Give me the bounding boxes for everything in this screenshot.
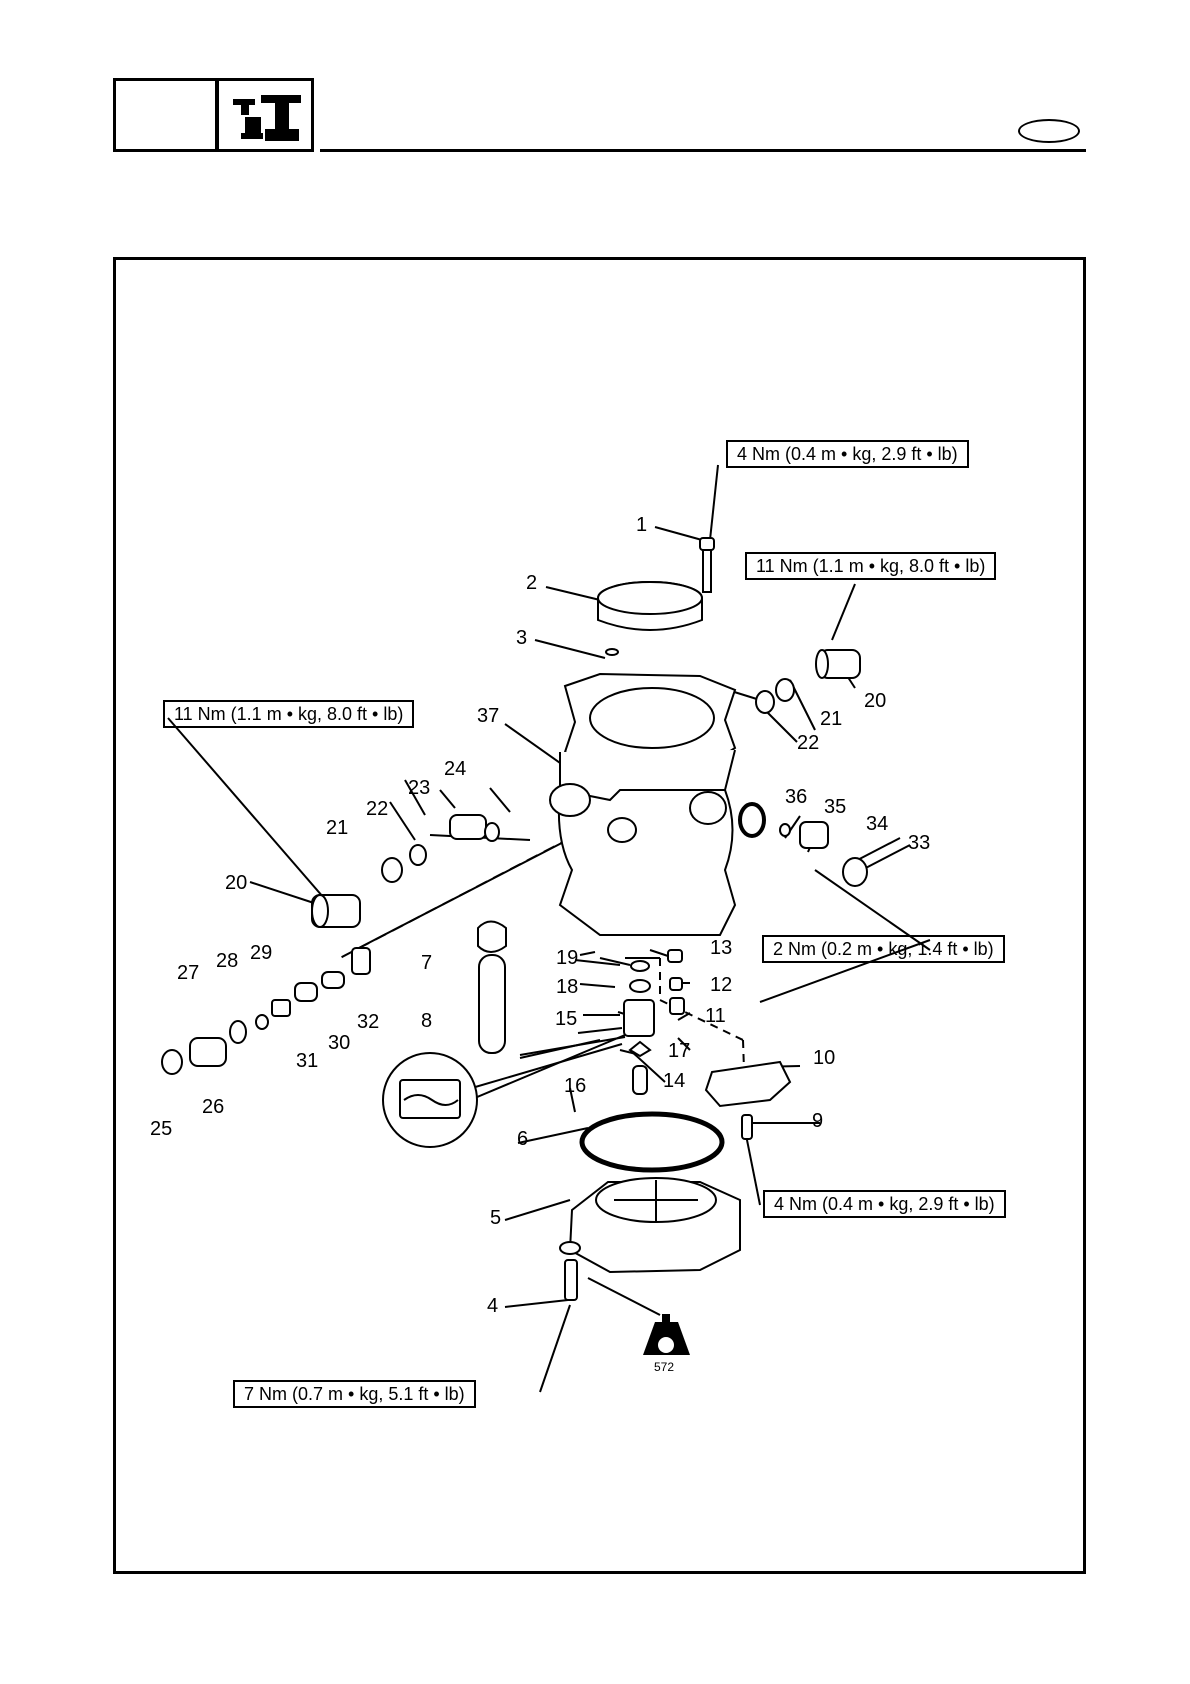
part-number-5: 5 [490, 1207, 502, 1229]
part-number-31: 31 [296, 1050, 319, 1072]
part-number-14: 14 [663, 1070, 686, 1092]
torque-label-screw-4: 7 Nm (0.7 m • kg, 5.1 ft • lb) [233, 1380, 476, 1408]
part-number-8: 8 [421, 1010, 433, 1032]
part-number-22-left: 22 [366, 798, 389, 820]
part-number-15: 15 [555, 1008, 578, 1030]
part-number-6: 6 [517, 1128, 529, 1150]
part-number-34: 34 [866, 813, 889, 835]
language-oval [1018, 119, 1080, 143]
part-number-28: 28 [216, 950, 239, 972]
part-number-19: 19 [556, 947, 579, 969]
part-number-18: 18 [556, 976, 579, 998]
part-number-3: 3 [516, 627, 528, 649]
diagram-frame [113, 257, 1086, 1574]
part-number-12: 12 [710, 974, 733, 996]
part-number-37: 37 [477, 705, 500, 727]
torque-label-jet-20-right: 11 Nm (1.1 m • kg, 8.0 ft • lb) [745, 552, 997, 580]
part-number-17: 17 [668, 1040, 691, 1062]
part-number-29: 29 [250, 942, 273, 964]
part-number-21-right: 21 [820, 708, 843, 730]
part-number-20-left: 20 [225, 872, 248, 894]
part-number-13: 13 [710, 937, 733, 959]
part-number-33: 33 [908, 832, 931, 854]
part-number-36: 36 [785, 786, 808, 808]
part-number-7: 7 [421, 952, 433, 974]
part-number-20-right: 20 [864, 690, 887, 712]
part-number-25: 25 [150, 1118, 173, 1140]
part-number-2: 2 [526, 572, 538, 594]
loctite-icon [643, 1314, 690, 1355]
sealant-code: 572 [654, 1360, 675, 1374]
header-rule [320, 149, 1086, 152]
part-number-11: 11 [705, 1005, 726, 1027]
part-number-9: 9 [812, 1110, 824, 1132]
part-number-16: 16 [564, 1075, 587, 1097]
torque-label-fitting-34: 2 Nm (0.2 m • kg, 1.4 ft • lb) [762, 935, 1005, 963]
torque-label-screw-1: 4 Nm (0.4 m • kg, 2.9 ft • lb) [726, 440, 969, 468]
torque-label-jet-20-left: 11 Nm (1.1 m • kg, 8.0 ft • lb) [163, 700, 415, 728]
part-number-22-right: 22 [797, 732, 820, 754]
part-number-30: 30 [328, 1032, 351, 1054]
header-icon-box [216, 78, 314, 152]
torque-label-screw-9: 4 Nm (0.4 m • kg, 2.9 ft • lb) [763, 1190, 1006, 1218]
part-number-4: 4 [487, 1295, 499, 1317]
part-number-10: 10 [813, 1047, 836, 1069]
part-number-27: 27 [177, 962, 200, 984]
part-number-1: 1 [636, 514, 648, 536]
part-number-23: 23 [408, 777, 431, 799]
outboard-motor-icon [233, 95, 301, 141]
part-number-32: 32 [357, 1011, 380, 1033]
part-number-21-left: 21 [326, 817, 349, 839]
part-number-35: 35 [824, 796, 847, 818]
part-number-26: 26 [202, 1096, 225, 1118]
part-number-24: 24 [444, 758, 467, 780]
